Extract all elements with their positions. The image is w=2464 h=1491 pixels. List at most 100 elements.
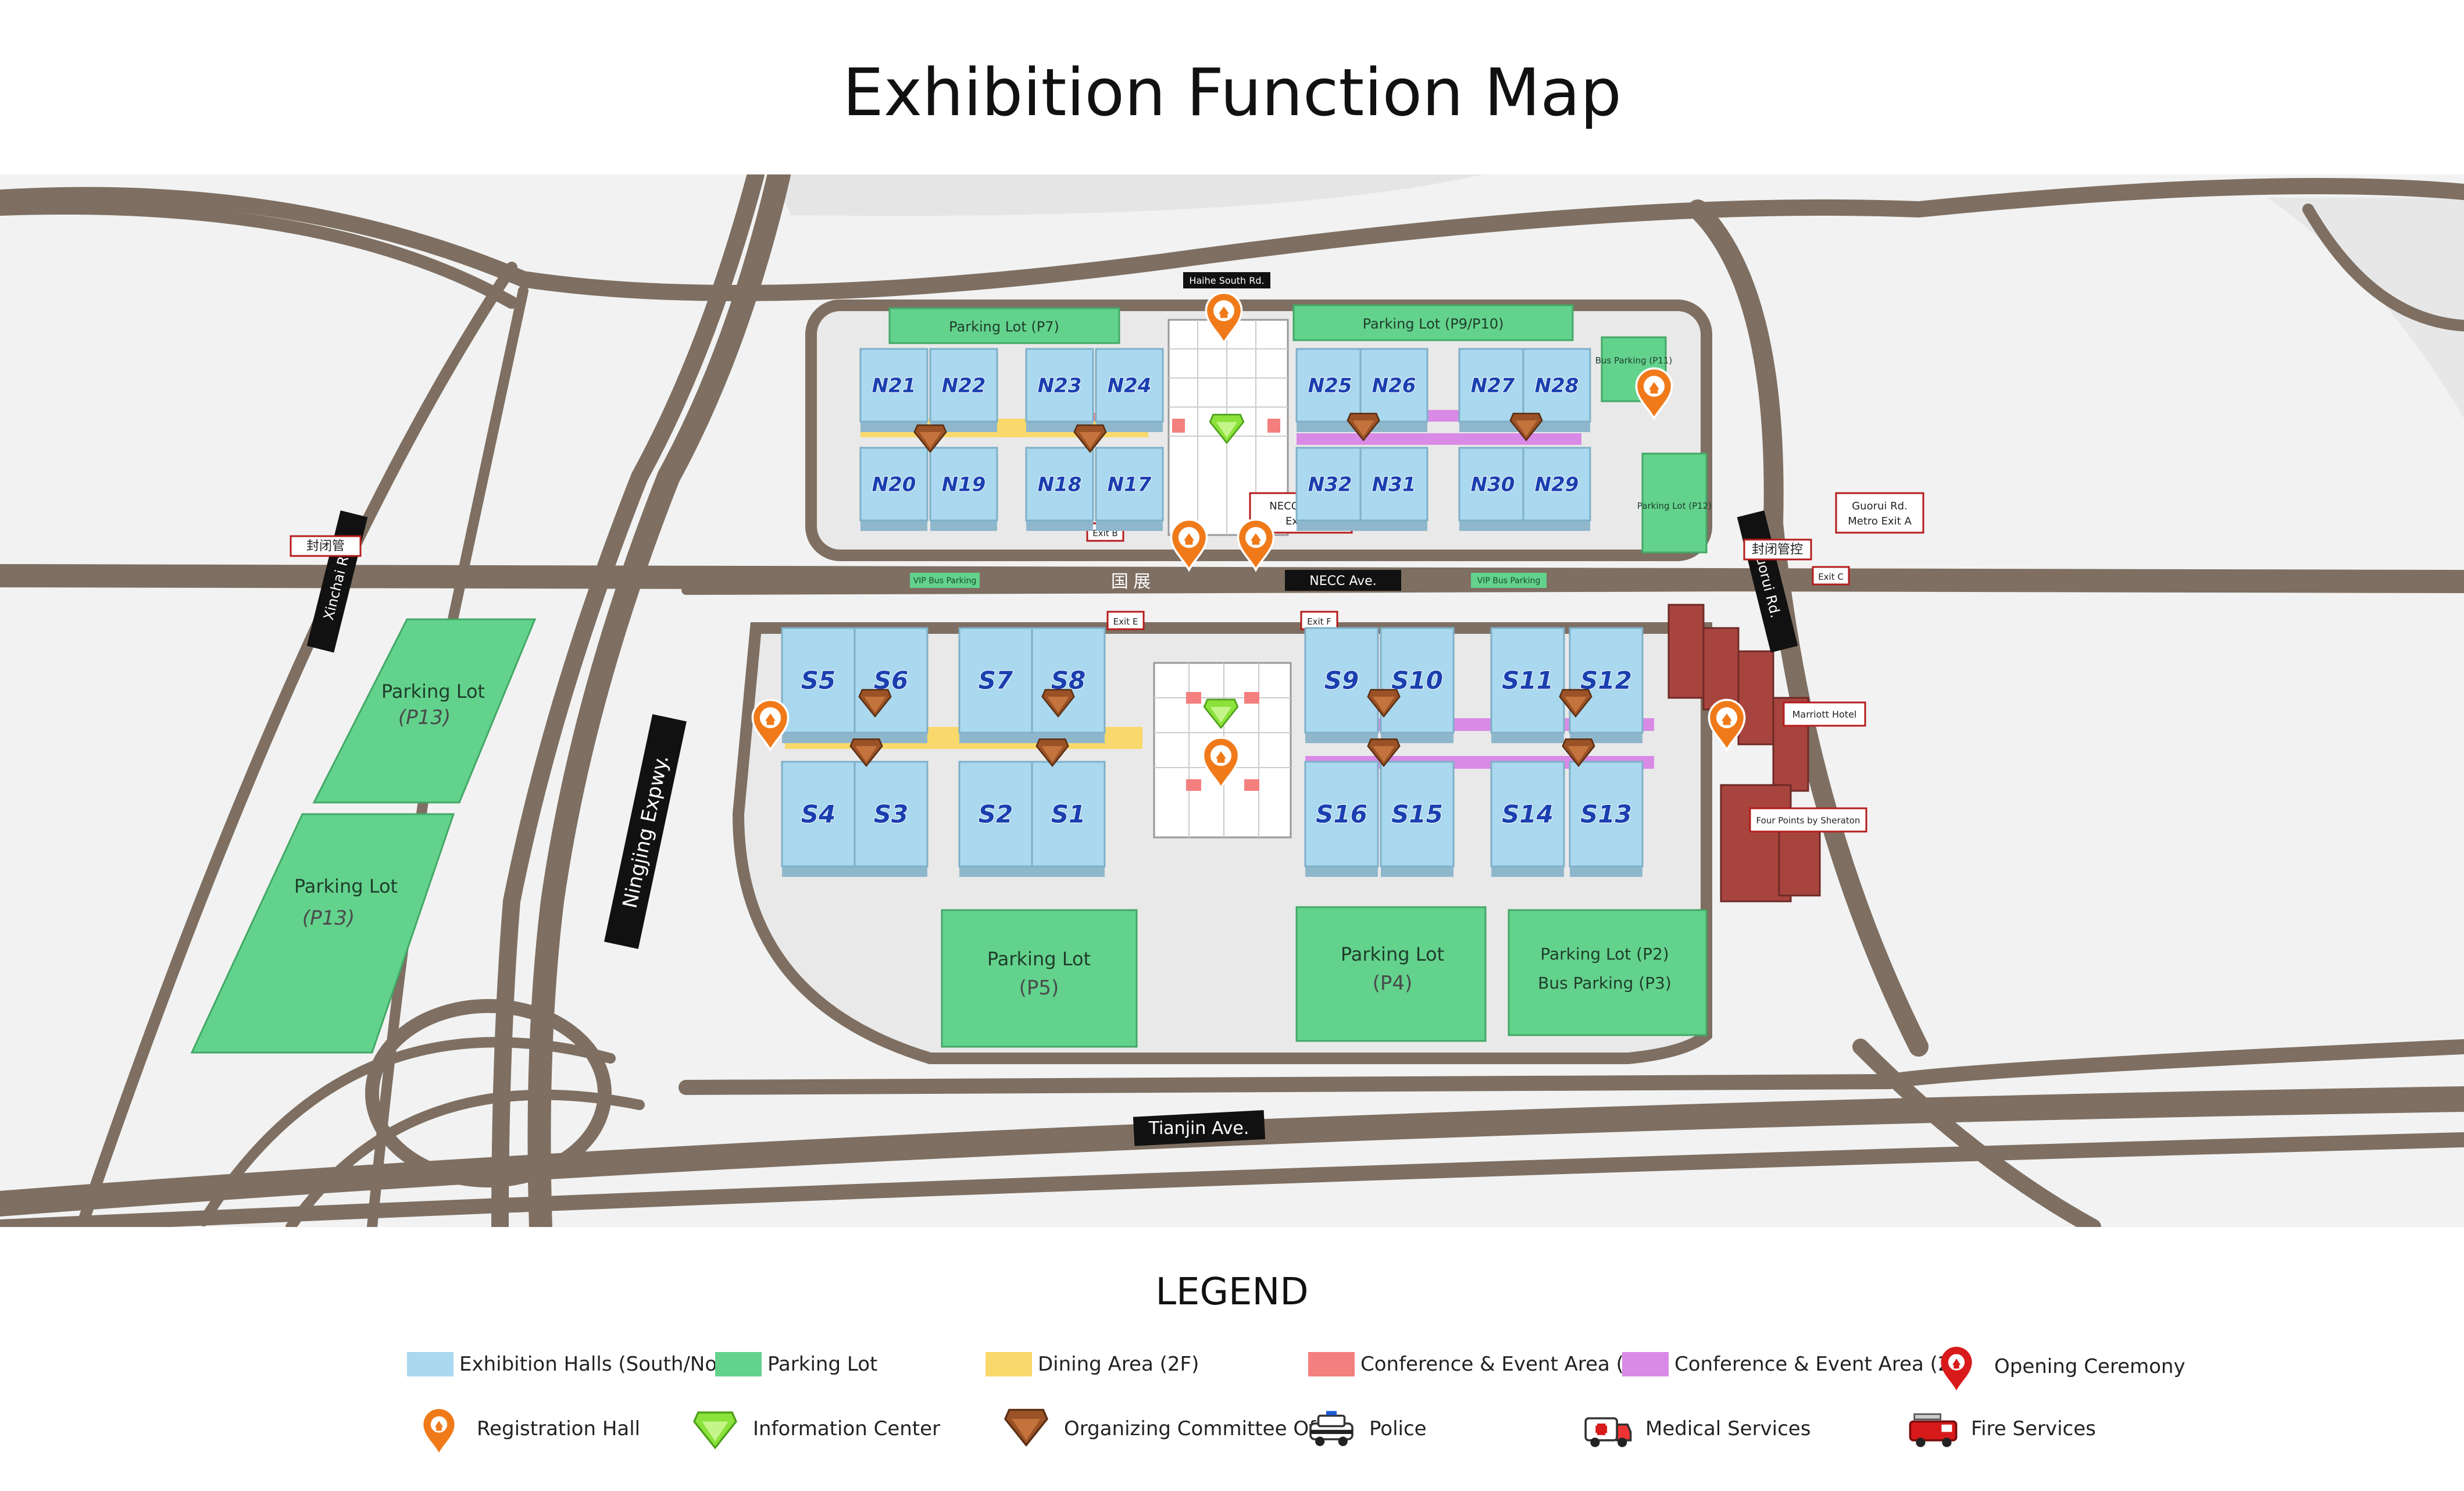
callout-closure-right: 封闭管控 bbox=[1752, 543, 1803, 557]
legend-label: Parking Lot bbox=[767, 1353, 878, 1376]
hall-label: N20 bbox=[872, 473, 916, 496]
hall-label: S4 bbox=[801, 800, 835, 829]
hall-label: S15 bbox=[1391, 800, 1443, 829]
parking-p11-label: Bus Parking (P11) bbox=[1595, 355, 1673, 366]
legend-label: Medical Services bbox=[1645, 1417, 1811, 1440]
hall-n24[interactable]: N24 bbox=[1095, 348, 1164, 432]
fire-truck-icon bbox=[1907, 1403, 1971, 1455]
hall-label: N22 bbox=[942, 374, 986, 397]
hall-s3[interactable]: S3 bbox=[854, 761, 929, 877]
hall-s11[interactable]: S11 bbox=[1490, 627, 1565, 743]
legend-label: Police bbox=[1369, 1417, 1427, 1440]
hall-s2[interactable]: S2 bbox=[958, 761, 1033, 877]
legend-item: Medical Services bbox=[1581, 1403, 1810, 1455]
hall-n25[interactable]: N25 bbox=[1295, 348, 1365, 432]
hall-label: N21 bbox=[872, 374, 916, 397]
callout-closure-left: 封闭管 bbox=[306, 539, 345, 554]
legend-label: Fire Services bbox=[1971, 1417, 2096, 1440]
legend-item: Exhibition Halls (South/North) bbox=[407, 1352, 753, 1376]
parking-p2-line2: Bus Parking (P3) bbox=[1538, 973, 1672, 993]
hall-s1[interactable]: S1 bbox=[1031, 761, 1106, 877]
legend-label: Dining Area (2F) bbox=[1038, 1353, 1199, 1376]
callout-guorui-line2: Metro Exit A bbox=[1848, 515, 1912, 527]
hall-s16[interactable]: S16 bbox=[1304, 761, 1379, 877]
parking-p13b-line1: Parking Lot bbox=[294, 875, 398, 897]
callout-exit-f: Exit F bbox=[1307, 616, 1331, 627]
hall-n31[interactable]: N31 bbox=[1359, 447, 1429, 531]
parking-p13b-line2: (P13) bbox=[302, 907, 355, 930]
hall-label: S16 bbox=[1316, 800, 1367, 829]
green-diamond-icon bbox=[689, 1403, 753, 1455]
legend-item: Dining Area (2F) bbox=[985, 1352, 1199, 1376]
hall-n23[interactable]: N23 bbox=[1025, 348, 1094, 432]
hall-label: N19 bbox=[942, 473, 986, 496]
hall-n19[interactable]: N19 bbox=[929, 447, 998, 531]
legend-item: Organizing Committee Office bbox=[1000, 1403, 1351, 1455]
hall-s14[interactable]: S14 bbox=[1490, 761, 1565, 877]
parking-p13a-line2: (P13) bbox=[398, 706, 451, 729]
hall-s5[interactable]: S5 bbox=[781, 627, 856, 743]
legend-item: Conference & Event Area (1F) bbox=[1308, 1352, 1655, 1376]
police-car-icon bbox=[1305, 1403, 1369, 1455]
legend-item: Parking Lot bbox=[715, 1352, 877, 1376]
hall-n18[interactable]: N18 bbox=[1025, 447, 1094, 531]
hall-label: S1 bbox=[1051, 800, 1085, 829]
callout-marriott: Marriott Hotel bbox=[1792, 709, 1857, 720]
hall-swatch bbox=[407, 1352, 453, 1376]
hall-n30[interactable]: N30 bbox=[1458, 447, 1527, 531]
hall-label: N24 bbox=[1108, 374, 1152, 397]
legend-item: Conference & Event Area (2F) bbox=[1622, 1352, 1969, 1376]
legend-label: Conference & Event Area (2F) bbox=[1674, 1353, 1970, 1376]
road-vip-bus-1: VIP Bus Parking bbox=[913, 576, 977, 586]
legend-item: Registration Hall bbox=[413, 1403, 640, 1455]
callout-sheraton: Four Points by Sheraton bbox=[1756, 815, 1861, 826]
hall-n26[interactable]: N26 bbox=[1359, 348, 1429, 432]
hall-n27[interactable]: N27 bbox=[1458, 348, 1527, 432]
hall-s4[interactable]: S4 bbox=[781, 761, 856, 877]
road-necc-ave: NECC Ave. bbox=[1309, 574, 1376, 588]
legend-item: Information Center bbox=[689, 1403, 940, 1455]
hall-s7[interactable]: S7 bbox=[958, 627, 1033, 743]
road-guozhan: 国 展 bbox=[1111, 572, 1151, 591]
exhibition-map: Haihe South Rd. NECC Ave. Tianjin Ave. V… bbox=[0, 174, 2464, 1227]
parking-p5-line1: Parking Lot bbox=[987, 948, 1091, 970]
legend-label: Organizing Committee Office bbox=[1064, 1417, 1351, 1440]
hall-s8[interactable]: S8 bbox=[1031, 627, 1106, 743]
hall-n20[interactable]: N20 bbox=[859, 447, 929, 531]
parking-p7-label: Parking Lot (P7) bbox=[949, 319, 1059, 335]
conf2f-swatch bbox=[1622, 1352, 1669, 1376]
parking-p13a-line1: Parking Lot bbox=[381, 680, 485, 702]
dining-swatch bbox=[985, 1352, 1032, 1376]
hall-n28[interactable]: N28 bbox=[1522, 348, 1591, 432]
legend-item: Fire Services bbox=[1907, 1403, 2096, 1455]
road-vip-bus-2: VIP Bus Parking bbox=[1477, 576, 1541, 586]
callout-exit-c: Exit C bbox=[1818, 572, 1844, 582]
hall-n32[interactable]: N32 bbox=[1295, 447, 1365, 531]
hall-label: S2 bbox=[979, 800, 1013, 829]
parking-swatch bbox=[715, 1352, 762, 1376]
hall-s6[interactable]: S6 bbox=[854, 627, 929, 743]
hall-label: S9 bbox=[1324, 666, 1359, 695]
hall-s12[interactable]: S12 bbox=[1569, 627, 1644, 743]
hall-label: N27 bbox=[1471, 374, 1515, 397]
hall-s10[interactable]: S10 bbox=[1380, 627, 1455, 743]
hall-s9[interactable]: S9 bbox=[1304, 627, 1379, 743]
hall-n17[interactable]: N17 bbox=[1095, 447, 1164, 531]
hall-label: N23 bbox=[1038, 374, 1082, 397]
hall-n22[interactable]: N22 bbox=[929, 348, 998, 432]
parking-p2-line1: Parking Lot (P2) bbox=[1540, 944, 1669, 964]
legend-item: Police bbox=[1305, 1403, 1427, 1455]
hall-label: S14 bbox=[1502, 800, 1554, 829]
hall-s15[interactable]: S15 bbox=[1380, 761, 1455, 877]
ambulance-icon bbox=[1581, 1403, 1645, 1455]
hall-n21[interactable]: N21 bbox=[859, 348, 929, 432]
hall-label: S7 bbox=[979, 666, 1013, 695]
legend-label: Opening Ceremony bbox=[1994, 1355, 2186, 1378]
hall-n29[interactable]: N29 bbox=[1522, 447, 1591, 531]
hall-s13[interactable]: S13 bbox=[1569, 761, 1644, 877]
orange-pin-icon bbox=[413, 1403, 477, 1455]
road-haihe: Haihe South Rd. bbox=[1189, 275, 1264, 286]
red-pin-icon bbox=[1930, 1340, 1994, 1393]
hall-label: N17 bbox=[1108, 473, 1152, 496]
road-tianjin: Tianjin Ave. bbox=[1148, 1118, 1249, 1139]
